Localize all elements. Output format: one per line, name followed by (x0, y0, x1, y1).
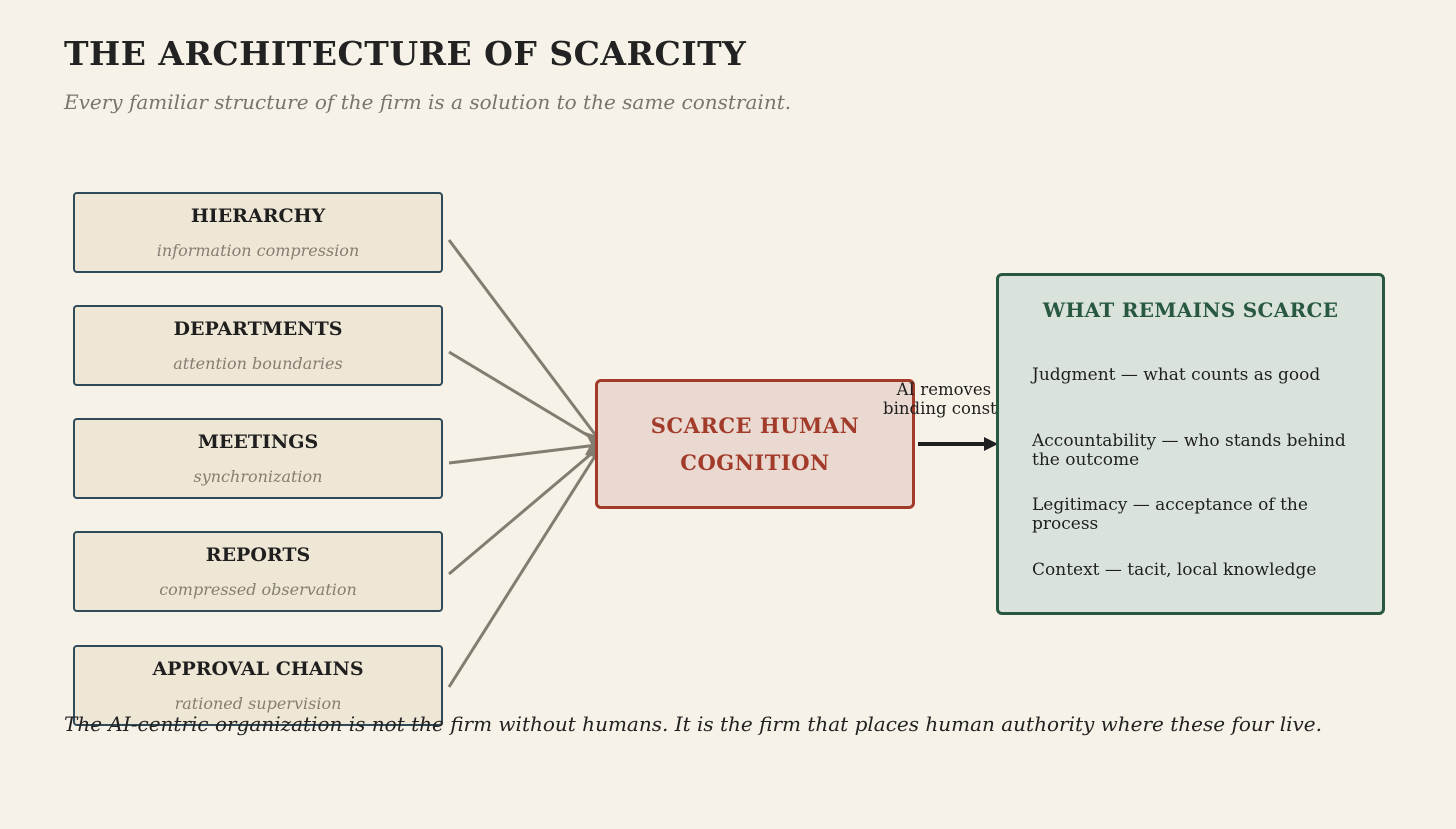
structure-name: APPROVAL CHAINS (152, 658, 364, 680)
connector-departments (448, 350, 598, 443)
structure-box-meetings: MEETINGS synchronization (73, 418, 443, 499)
structure-desc: rationed supervision (174, 694, 342, 713)
central-constraint-line1: SCARCE HUMAN (650, 413, 860, 438)
remains-item-accountability: Accountability — who stands behind the o… (1032, 431, 1346, 470)
structure-name: DEPARTMENTS (173, 318, 343, 340)
structure-name: REPORTS (205, 544, 311, 566)
remains-scarce-title: WHAT REMAINS SCARCE (1042, 298, 1339, 322)
remains-scarce-box: WHAT REMAINS SCARCE Judgment — what coun… (996, 273, 1385, 615)
structure-name: MEETINGS (197, 431, 319, 453)
structure-desc: information compression (156, 241, 360, 260)
structure-box-hierarchy: HIERARCHY information compression (73, 192, 443, 273)
connector-hierarchy (447, 239, 599, 438)
structure-box-reports: REPORTS compressed observation (73, 531, 443, 612)
structure-box-departments: DEPARTMENTS attention boundaries (73, 305, 443, 386)
structure-desc: synchronization (193, 467, 323, 486)
structure-desc: attention boundaries (173, 354, 343, 373)
page-title: THE ARCHITECTURE OF SCARCITY (64, 34, 747, 73)
remains-item-context: Context — tacit, local knowledge (1032, 560, 1317, 580)
structure-box-approval-chains: APPROVAL CHAINS rationed supervision (73, 645, 443, 726)
connector-meetings (448, 443, 598, 465)
main-arrowhead (984, 437, 998, 451)
remains-item-legitimacy: Legitimacy — acceptance of the process (1032, 495, 1308, 534)
central-constraint-box: SCARCE HUMAN COGNITION (595, 379, 915, 509)
connector-reports (448, 447, 598, 576)
connector-approval-chains (447, 452, 599, 688)
central-constraint-line2: COGNITION (680, 450, 830, 475)
structure-desc: compressed observation (159, 580, 357, 599)
remains-item-judgment: Judgment — what counts as good (1032, 365, 1321, 385)
arrow-label-line1: AI removes the (896, 380, 1024, 399)
page-subtitle: Every familiar structure of the firm is … (64, 90, 792, 114)
structure-name: HIERARCHY (190, 205, 326, 227)
conclusion-text: The AI-centric organization is not the f… (64, 712, 1322, 736)
